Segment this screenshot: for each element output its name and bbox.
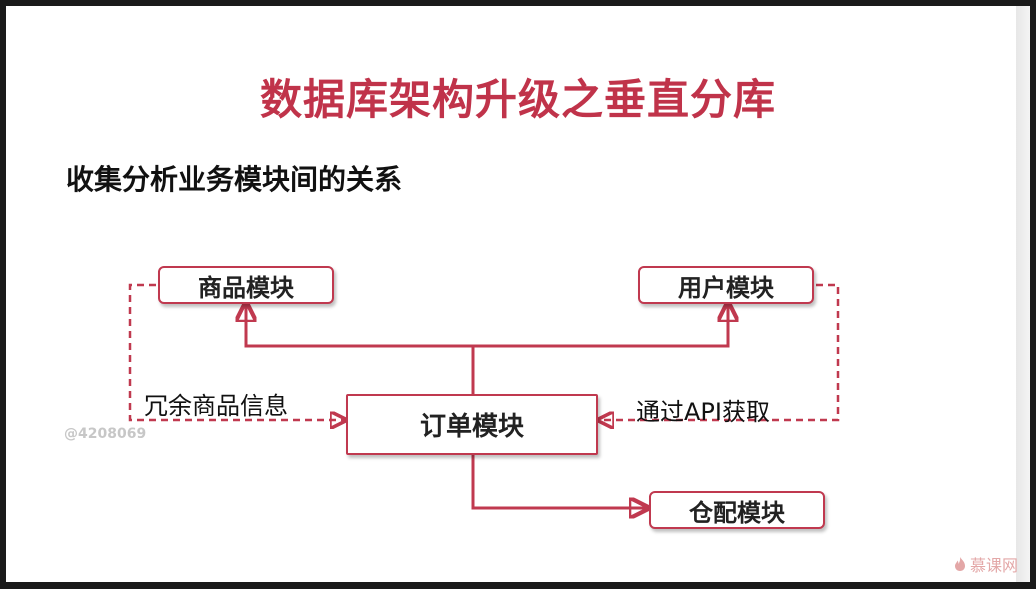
node-user-label: 用户模块 [678, 273, 774, 302]
connector-to-product [246, 305, 473, 348]
brand-logo: 慕课网 [953, 552, 1018, 576]
slide-title: 数据库架构升级之垂直分库 [259, 75, 776, 124]
slide-edge [1016, 6, 1030, 582]
node-order-module: 订单模块 [346, 394, 598, 455]
node-product-module: 商品模块 [158, 266, 334, 304]
flame-icon [954, 557, 965, 571]
node-warehouse-label: 仓配模块 [689, 498, 785, 527]
edge-label-redundant-product: 冗余商品信息 [144, 392, 288, 420]
connector-to-user [473, 305, 728, 348]
node-warehouse-module: 仓配模块 [649, 491, 825, 529]
edge-label-api-fetch: 通过API获取 [636, 398, 770, 426]
diagram-connectors [128, 283, 840, 582]
dashed-user-to-order [600, 283, 840, 420]
connector-to-warehouse [471, 455, 646, 508]
node-user-module: 用户模块 [638, 266, 814, 304]
watermark: @4208069 [64, 426, 147, 442]
dashed-connectors [128, 283, 840, 420]
brand-logo-text: 慕课网 [969, 556, 1018, 575]
solid-connectors [246, 305, 728, 508]
slide-subtitle: 收集分析业务模块间的关系 [66, 163, 403, 196]
node-order-label: 订单模块 [419, 412, 524, 442]
slide: 数据库架构升级之垂直分库 收集分析业务模块间的关系 商品模块 [6, 6, 1030, 582]
node-product-label: 商品模块 [198, 273, 294, 302]
dashed-product-to-order [128, 283, 344, 420]
